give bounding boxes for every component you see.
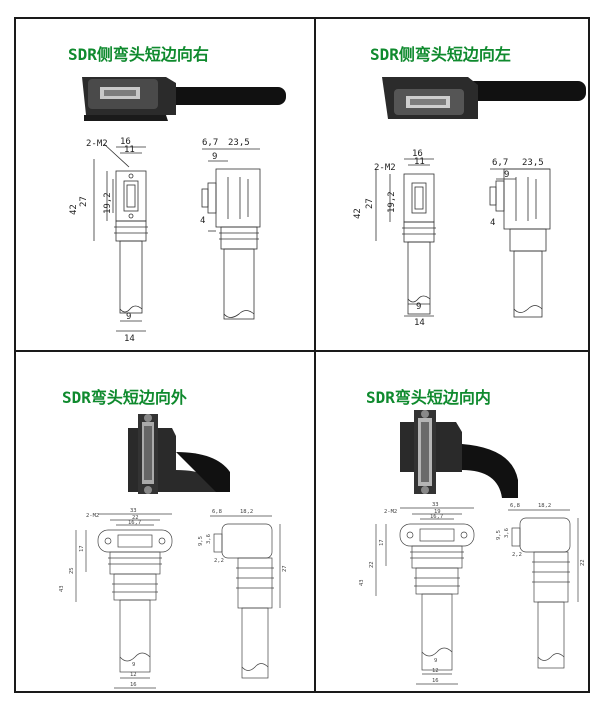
dim-m2: 2-M2: [384, 509, 397, 515]
dim-42: 42: [353, 208, 363, 219]
panel-title: SDR弯头短边向外: [62, 388, 187, 407]
dim-w5: 12: [432, 668, 439, 674]
dim-235: 23,5: [522, 158, 544, 168]
technical-drawing: [75, 513, 281, 689]
connector-photo: [382, 77, 586, 119]
dim-9-side: 9: [212, 152, 217, 162]
panel-title: SDR弯头短边向内: [366, 388, 491, 407]
connector-photo-and-drawing: 16 11 2-M2 27 19,2 42 9 14 6,7 23,5 9 4: [353, 77, 586, 328]
dim-67: 6,7: [492, 158, 508, 168]
dim-w6: 16: [432, 678, 439, 684]
dim-s2: 18,2: [538, 503, 551, 509]
dimension-labels: 16 11 2-M2 27 19,2 42 9 14 6,7 23,5 9 4: [353, 149, 544, 328]
dim-m2: 2-M2: [86, 513, 99, 519]
dim-16: 16: [120, 137, 131, 147]
dim-w3: 16,7: [128, 520, 141, 526]
dim-h3: 43: [359, 579, 365, 586]
dim-s1: 6,8: [510, 503, 520, 509]
dim-9-side: 9: [504, 170, 509, 180]
dim-27: 27: [79, 196, 89, 207]
dim-235: 23,5: [228, 138, 250, 148]
technical-drawing: [375, 158, 551, 318]
dim-h2: 25: [69, 567, 75, 574]
panel-bend-out: SDR弯头短边向外: [16, 352, 314, 693]
dim-m2: 2-M2: [86, 139, 108, 149]
panel-title: SDR侧弯头短边向左: [370, 45, 511, 64]
dim-m2: 2-M2: [374, 163, 396, 173]
dim-s1: 6,8: [212, 509, 222, 515]
dim-w6: 16: [130, 682, 137, 688]
dim-9: 9: [126, 312, 131, 322]
dim-11: 11: [414, 157, 425, 167]
dim-4: 4: [200, 216, 205, 226]
dim-w2: 19: [434, 509, 441, 515]
grid-divider-horizontal: [16, 350, 588, 352]
dim-w2: 22: [132, 515, 139, 521]
technical-drawing: [375, 507, 579, 685]
dim-14: 14: [124, 334, 135, 344]
panel-title: SDR侧弯头短边向右: [68, 45, 209, 64]
dim-w4: 9: [434, 658, 437, 664]
dim-42: 42: [69, 204, 79, 215]
dim-67: 6,7: [202, 138, 218, 148]
connector-photo: [128, 414, 230, 494]
connector-photo-and-drawing: 16 11 2-M2 27 19,2 42 9 14 6,7 23,5 9 4: [69, 77, 286, 344]
dim-w3: 16,7: [430, 514, 443, 520]
connector-photo-and-drawing: 2-M2 33 19 16,7 17 22 43 9 12 16 6,8 18,…: [359, 410, 586, 685]
dim-h2: 22: [369, 561, 375, 568]
dim-w4: 9: [132, 662, 135, 668]
dim-s4: 3,6: [206, 534, 212, 544]
dim-h1: 17: [379, 539, 385, 546]
dim-16: 16: [412, 149, 423, 159]
connector-photo: [400, 410, 518, 498]
dim-w1: 33: [130, 508, 137, 514]
dim-14: 14: [414, 318, 425, 328]
dim-9: 9: [416, 302, 421, 312]
panel-side-bend-right: SDR侧弯头短边向右: [16, 19, 314, 350]
panel-side-bend-left: SDR侧弯头短边向左: [316, 19, 590, 350]
dim-11: 11: [124, 145, 135, 155]
dim-h1: 17: [79, 545, 85, 552]
dimension-labels: 2-M2 33 22 16,7 17 25 43 9 12 16 6,8 18,…: [59, 508, 288, 688]
dim-192: 19,2: [103, 192, 113, 214]
dim-s5: 2,2: [214, 558, 224, 564]
connector-photo: [82, 77, 286, 121]
dim-192: 19,2: [387, 191, 397, 213]
dim-s6: 27: [282, 565, 288, 572]
dim-s3: 9,5: [198, 536, 204, 546]
technical-drawing: [93, 143, 261, 332]
dim-w1: 33: [432, 502, 439, 508]
product-sheet: SDR侧弯头短边向右: [14, 17, 590, 693]
dimension-labels: 16 11 2-M2 27 19,2 42 9 14 6,7 23,5 9 4: [69, 137, 250, 344]
dim-s3: 9,5: [496, 530, 502, 540]
dimension-labels: 2-M2 33 19 16,7 17 22 43 9 12 16 6,8 18,…: [359, 502, 586, 684]
dim-s4: 3,6: [504, 528, 510, 538]
dim-s6: 22: [580, 559, 586, 566]
grid-divider-vertical: [314, 19, 316, 691]
dim-s5: 2,2: [512, 552, 522, 558]
dim-4: 4: [490, 218, 495, 228]
dim-h3: 43: [59, 585, 65, 592]
connector-photo-and-drawing: 2-M2 33 22 16,7 17 25 43 9 12 16 6,8 18,…: [59, 414, 288, 689]
dim-27: 27: [365, 198, 375, 209]
dim-s2: 18,2: [240, 509, 253, 515]
panel-bend-in: SDR弯头短边向内: [316, 352, 590, 693]
dim-w5: 12: [130, 672, 137, 678]
